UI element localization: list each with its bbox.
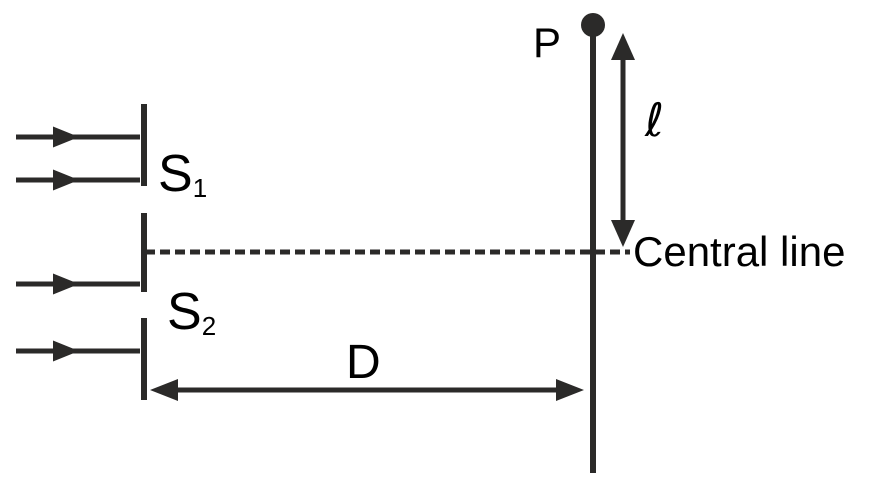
incoming-ray-4 (16, 340, 140, 362)
distance-l-label: ℓ (645, 93, 665, 147)
up-arrowhead-icon (611, 33, 635, 60)
incoming-ray-1 (16, 126, 140, 148)
incoming-ray-2 (16, 169, 140, 191)
right-arrowhead-icon (53, 169, 79, 191)
slit2-label-subscript: 2 (201, 311, 217, 341)
central-line-label: Central line (633, 228, 846, 275)
right-arrowhead-icon (53, 340, 79, 362)
right-arrowhead-icon (53, 273, 79, 295)
incoming-ray-3 (16, 273, 140, 295)
slit2-label-base: S (167, 283, 202, 341)
distance-d-label: D (346, 336, 381, 389)
right-arrowhead-icon (53, 126, 79, 148)
l-dimension-arrow (611, 33, 635, 247)
slit1-label-base: S (158, 145, 193, 203)
point-p-dot (581, 13, 605, 37)
point-p-label: P (533, 19, 562, 66)
d-dimension-arrow (150, 379, 584, 401)
slit1-label: S1 (158, 145, 208, 203)
slit2-label: S2 (167, 283, 217, 341)
left-arrowhead-icon (150, 379, 178, 401)
down-arrowhead-icon (611, 220, 635, 247)
right-arrowhead-icon (556, 379, 584, 401)
slit1-label-subscript: 1 (192, 173, 208, 203)
incoming-rays (16, 126, 140, 362)
